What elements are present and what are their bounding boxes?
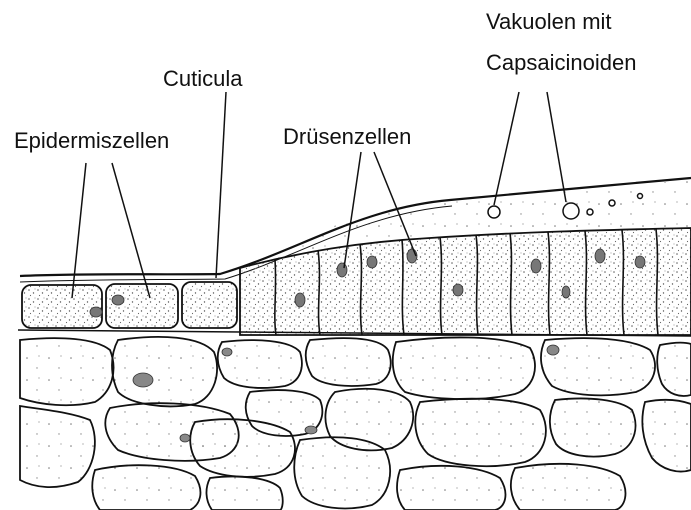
label-druesenzellen: Drüsenzellen [283, 124, 411, 150]
label-cuticula: Cuticula [163, 66, 242, 92]
label-epidermiszellen: Epidermiszellen [14, 128, 169, 154]
parenchyma-cells [20, 337, 691, 510]
label-vakuolen-line1: Vakuolen mit [486, 9, 612, 35]
label-vakuolen-line2: Capsaicinoiden [486, 50, 636, 76]
epidermis-cells [22, 282, 237, 328]
